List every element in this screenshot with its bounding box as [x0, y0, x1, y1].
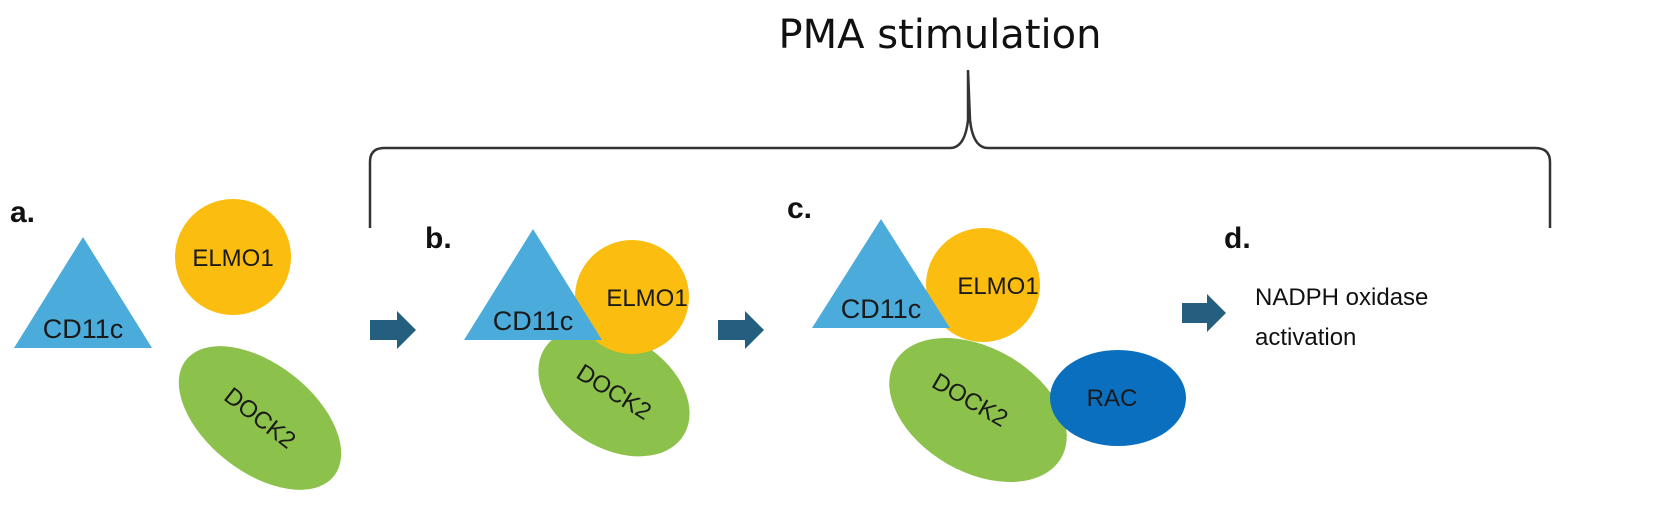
arrow-c-to-d: [1182, 294, 1226, 332]
panel-a-cd11c-triangle: [14, 237, 152, 348]
panel-c-rac-ellipse: [1050, 350, 1186, 446]
arrow-a-to-b: [370, 311, 416, 349]
panel-c-cd11c-label: CD11c: [841, 294, 922, 324]
panel-d-result-line1: NADPH oxidase: [1255, 284, 1428, 311]
panel-d-label: d.: [1224, 222, 1251, 255]
panel-b-cd11c-label: CD11c: [493, 306, 574, 336]
panel-a-label: a.: [10, 196, 35, 229]
arrow-b-to-c: [718, 311, 764, 349]
panel-b-cd11c-triangle: [464, 229, 602, 340]
pma-brace: [368, 69, 1552, 228]
panel-a-elmo1-circle: [175, 199, 291, 315]
diagram-title: PMA stimulation: [779, 12, 1102, 58]
panel-c-rac-label: RAC: [1087, 385, 1138, 412]
panel-c-label: c.: [787, 192, 812, 225]
panel-b-label: b.: [425, 222, 452, 255]
panel-b-elmo1-circle: [575, 240, 689, 354]
panel-c-cd11c-triangle: [812, 219, 950, 328]
panel-b-dock2-ellipse: [538, 327, 690, 457]
panel-c-elmo1-circle: [926, 228, 1040, 342]
panel-a-dock2-ellipse: [178, 346, 342, 490]
panel-a-elmo1-label: ELMO1: [192, 245, 273, 272]
panel-c-dock2-ellipse: [889, 337, 1067, 483]
panel-a-cd11c-label: CD11c: [43, 314, 124, 344]
panel-c-elmo1-label: ELMO1: [957, 273, 1038, 300]
panel-d-result-line2: activation: [1255, 324, 1356, 351]
panel-b-elmo1-label: ELMO1: [606, 285, 687, 312]
